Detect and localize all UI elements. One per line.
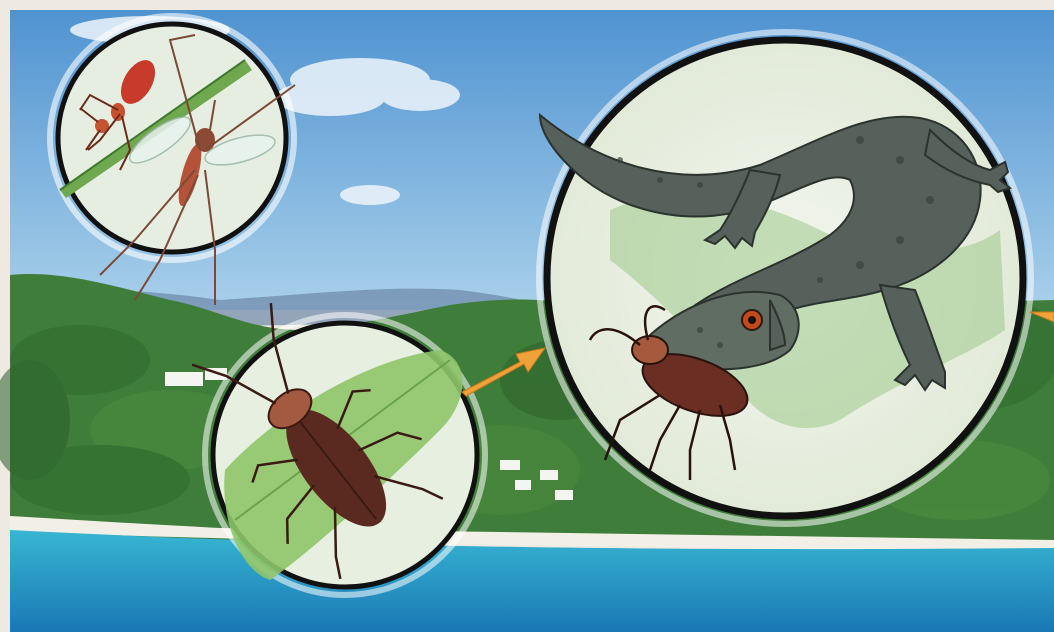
lizard-panel — [539, 32, 1031, 524]
